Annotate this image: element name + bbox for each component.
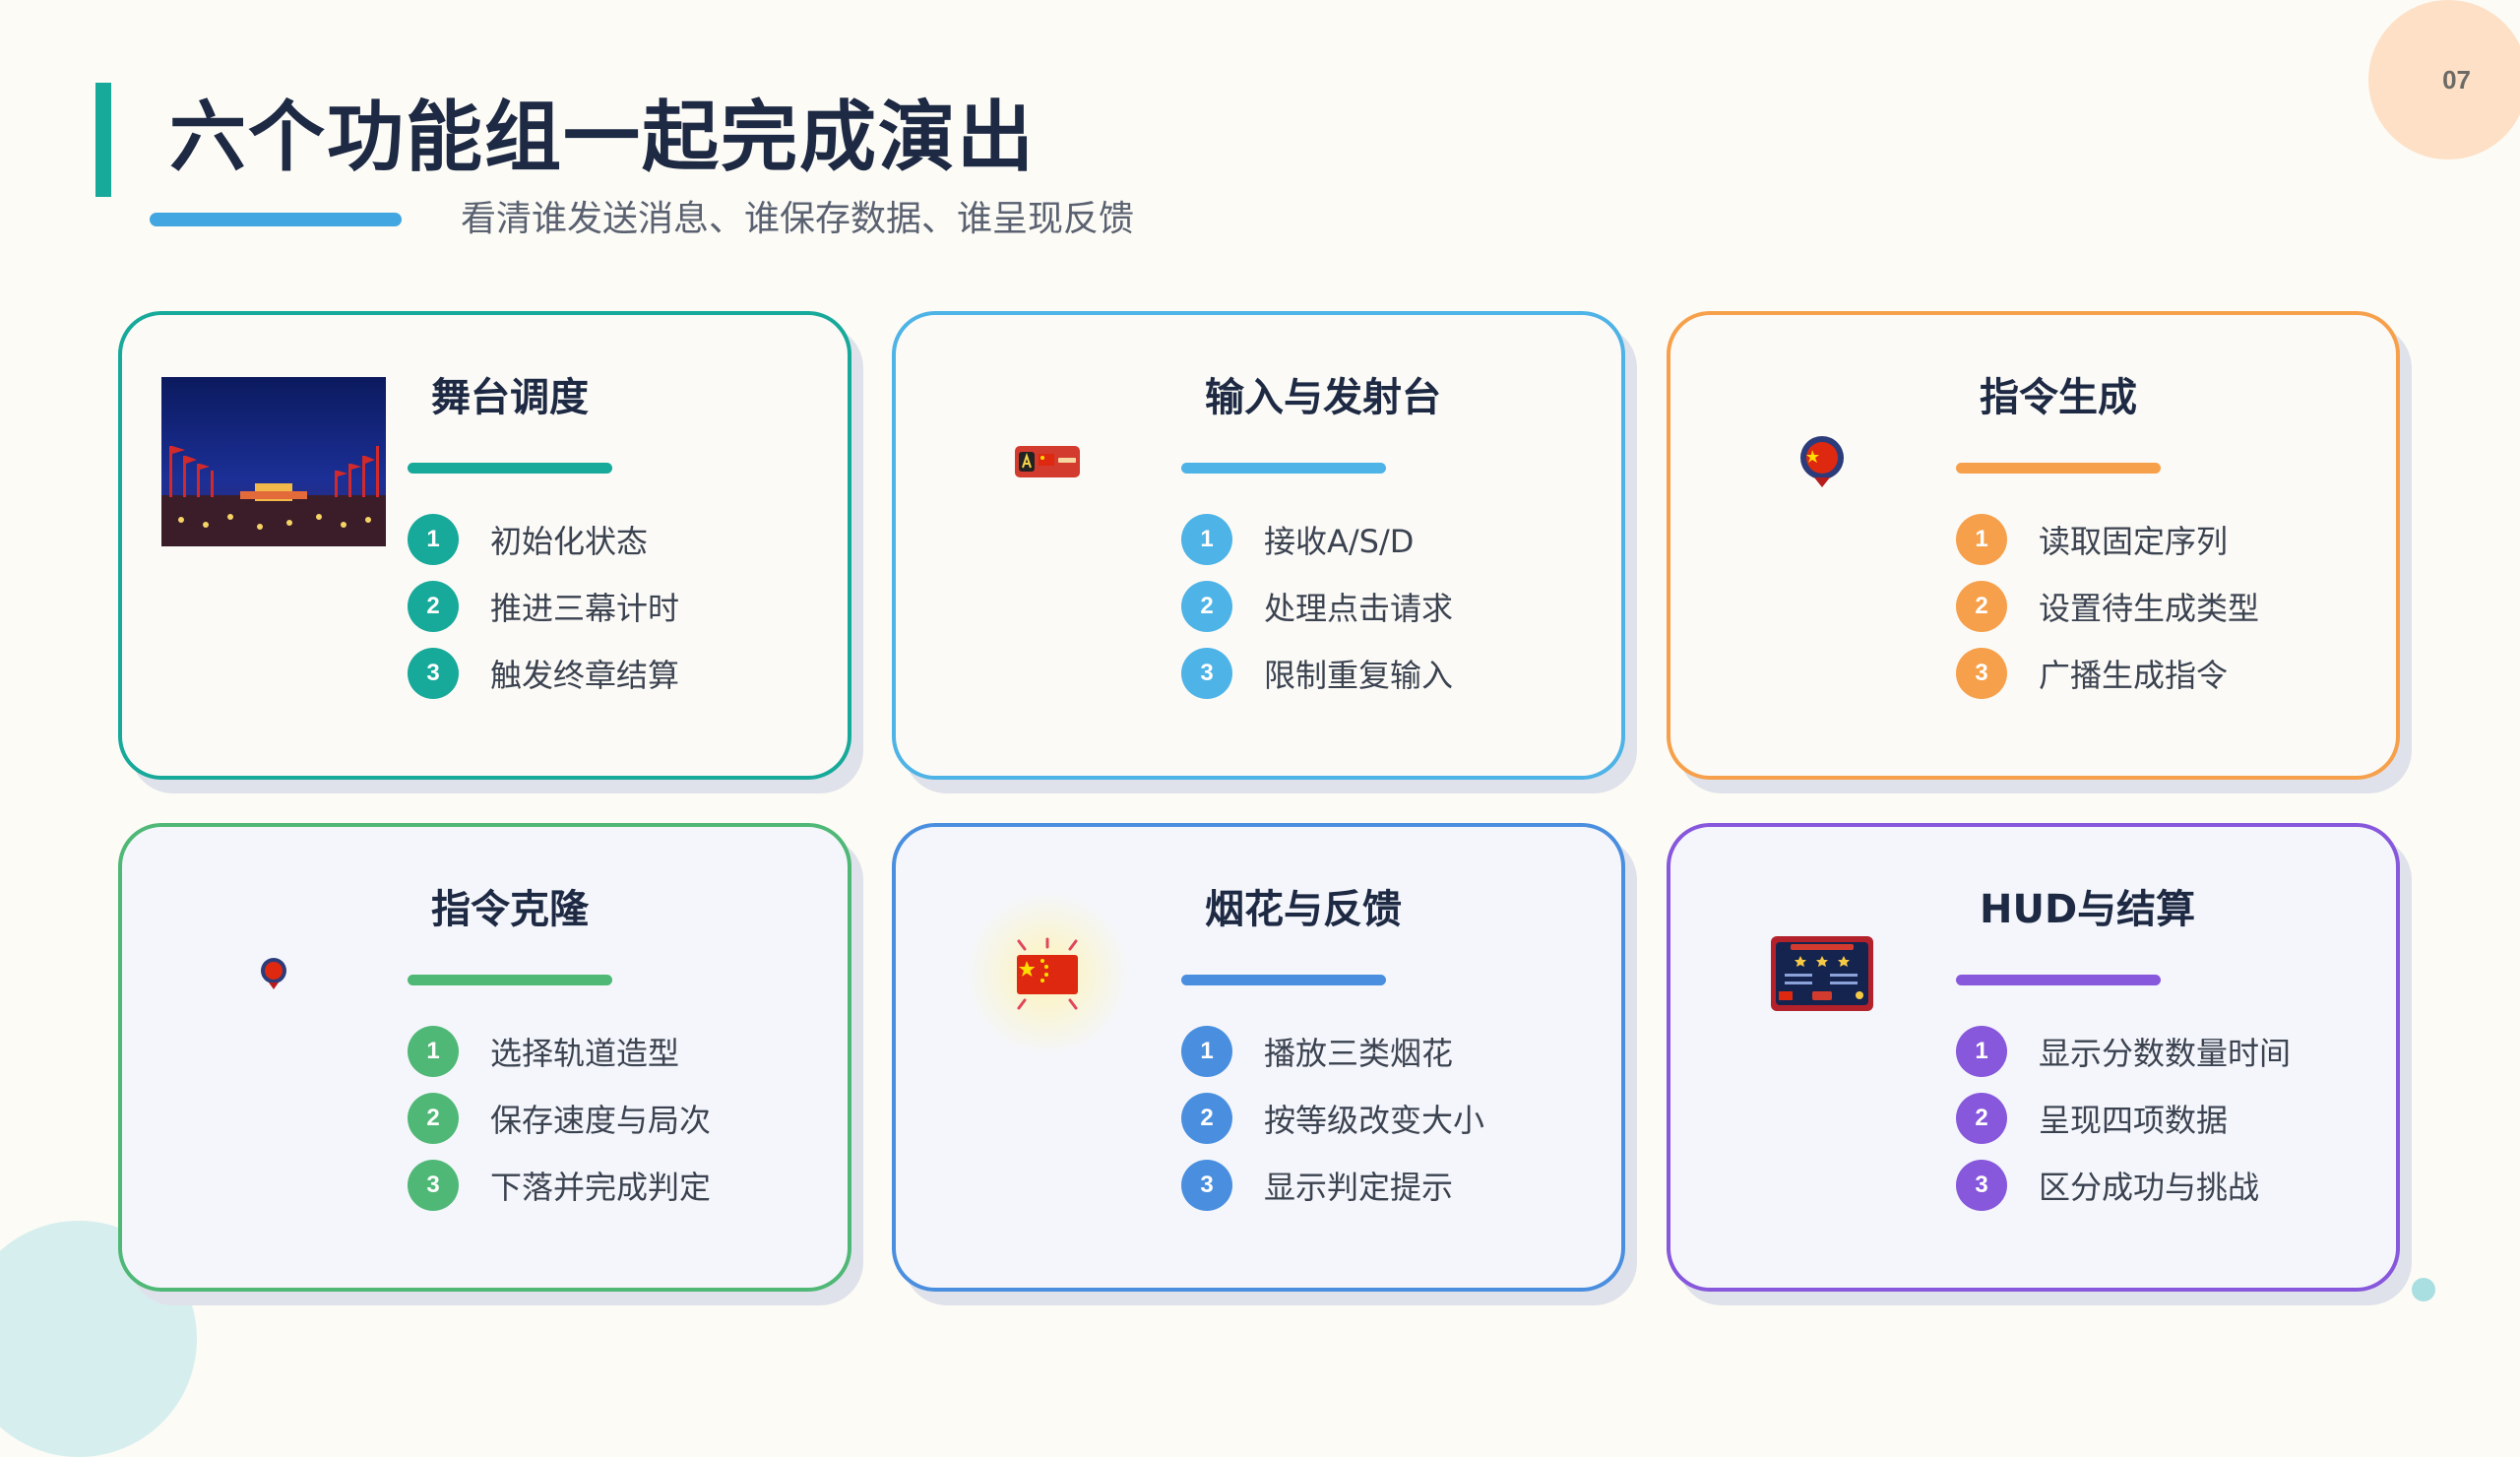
step-text: 呈现四项数据: [2039, 1102, 2229, 1139]
list-item: 3 显示判定提示: [1181, 1152, 1484, 1219]
step-text: 设置待生成类型: [2039, 590, 2260, 627]
card-accent-bar: [408, 975, 612, 985]
list-item: 1 接收A/S/D: [1181, 506, 1453, 573]
card-accent-bar: [1956, 463, 2161, 474]
list-item: 2 处理点击请求: [1181, 573, 1453, 640]
list-item: 3 下落并完成判定: [408, 1152, 711, 1219]
card-fireworks-feedback: 烟花与反馈 1 播放三类烟花 2 按等级改变大小 3 显示判定提示: [892, 823, 1625, 1292]
step-text: 限制重复输入: [1264, 657, 1454, 694]
title-underline: [150, 213, 402, 226]
card-step-list: 1 初始化状态 2 推进三幕计时 3 触发终章结算: [408, 506, 679, 707]
list-item: 1 显示分数数量时间: [1956, 1018, 2291, 1085]
step-number-badge: 1: [408, 514, 459, 565]
list-item: 2 按等级改变大小: [1181, 1085, 1484, 1152]
step-text: 下落并完成判定: [490, 1169, 712, 1206]
step-text: 保存速度与局次: [490, 1102, 712, 1139]
step-number-badge: 3: [1956, 648, 2007, 699]
card-step-list: 1 显示分数数量时间 2 呈现四项数据 3 区分成功与挑战: [1956, 1018, 2291, 1219]
list-item: 1 播放三类烟花: [1181, 1018, 1484, 1085]
step-number-badge: 1: [1956, 514, 2007, 565]
step-number-badge: 2: [408, 1093, 459, 1144]
card-accent-bar: [1181, 975, 1386, 985]
card-accent-bar: [1181, 463, 1386, 474]
step-number-badge: 2: [1181, 581, 1232, 632]
launch-pad-key-icon: [933, 376, 1162, 547]
step-number-badge: 2: [1181, 1093, 1232, 1144]
step-number-badge: 1: [408, 1026, 459, 1077]
card-step-list: 1 选择轨道造型 2 保存速度与局次 3 下落并完成判定: [408, 1018, 711, 1219]
card-step-list: 1 读取固定序列 2 设置待生成类型 3 广播生成指令: [1956, 506, 2259, 707]
card-stage-control: 舞台调度 1 初始化状态 2 推进三幕计时 3 触发终章结算: [118, 311, 851, 780]
list-item: 2 推进三幕计时: [408, 573, 679, 640]
step-number-badge: 3: [1956, 1160, 2007, 1211]
page-subtitle: 看清谁发送消息、谁保存数据、谁呈现反馈: [461, 199, 1135, 239]
list-item: 1 选择轨道造型: [408, 1018, 711, 1085]
list-item: 2 设置待生成类型: [1956, 573, 2259, 640]
step-text: 选择轨道造型: [490, 1035, 680, 1072]
step-number-badge: 2: [1956, 581, 2007, 632]
card-accent-bar: [408, 463, 612, 474]
step-text: 触发终章结算: [490, 657, 680, 694]
card-step-list: 1 播放三类烟花 2 按等级改变大小 3 显示判定提示: [1181, 1018, 1484, 1219]
step-text: 读取固定序列: [2039, 523, 2229, 560]
step-text: 区分成功与挑战: [2039, 1169, 2260, 1206]
card-title: 指令生成: [1980, 375, 2137, 420]
list-item: 1 读取固定序列: [1956, 506, 2259, 573]
step-text: 按等级改变大小: [1264, 1102, 1485, 1139]
hud-panel-icon: [1708, 888, 1936, 1059]
step-number-badge: 3: [408, 648, 459, 699]
page-number: 07: [2442, 65, 2471, 95]
list-item: 3 广播生成指令: [1956, 640, 2259, 707]
step-number-badge: 3: [1181, 648, 1232, 699]
card-title: 指令克隆: [431, 887, 589, 932]
step-text: 显示判定提示: [1264, 1169, 1454, 1206]
step-number-badge: 3: [408, 1160, 459, 1211]
list-item: 2 保存速度与局次: [408, 1085, 711, 1152]
card-title: HUD与结算: [1980, 887, 2196, 932]
step-text: 广播生成指令: [2039, 657, 2229, 694]
step-text: 接收A/S/D: [1264, 523, 1415, 560]
card-command-clone: 指令克隆 1 选择轨道造型 2 保存速度与局次 3 下落并完成判定: [118, 823, 851, 1292]
list-item: 1 初始化状态: [408, 506, 679, 573]
card-command-generate: 指令生成 1 读取固定序列 2 设置待生成类型 3 广播生成指令: [1667, 311, 2400, 780]
card-title: 烟花与反馈: [1205, 887, 1402, 932]
step-text: 显示分数数量时间: [2039, 1035, 2292, 1072]
step-number-badge: 3: [1181, 1160, 1232, 1211]
night-stage-photo: [159, 376, 388, 547]
step-number-badge: 2: [408, 581, 459, 632]
step-text: 推进三幕计时: [490, 590, 680, 627]
step-number-badge: 2: [1956, 1093, 2007, 1144]
decorative-dot: [2412, 1278, 2435, 1301]
step-number-badge: 1: [1956, 1026, 2007, 1077]
small-balloon-icon: [159, 888, 388, 1059]
list-item: 2 呈现四项数据: [1956, 1085, 2291, 1152]
list-item: 3 区分成功与挑战: [1956, 1152, 2291, 1219]
card-input-launcher: 输入与发射台 1 接收A/S/D 2 处理点击请求 3 限制重复输入: [892, 311, 1625, 780]
list-item: 3 触发终章结算: [408, 640, 679, 707]
card-title: 舞台调度: [431, 375, 589, 420]
step-number-badge: 1: [1181, 514, 1232, 565]
step-text: 处理点击请求: [1264, 590, 1454, 627]
card-step-list: 1 接收A/S/D 2 处理点击请求 3 限制重复输入: [1181, 506, 1453, 707]
flag-firework-icon: [933, 888, 1162, 1059]
list-item: 3 限制重复输入: [1181, 640, 1453, 707]
page-title: 六个功能组一起完成演出: [169, 94, 1037, 182]
flag-balloon-icon: [1708, 376, 1936, 547]
step-number-badge: 1: [1181, 1026, 1232, 1077]
step-text: 播放三类烟花: [1264, 1035, 1454, 1072]
card-title: 输入与发射台: [1205, 375, 1441, 420]
title-accent-bar: [95, 83, 111, 197]
card-hud-settlement: HUD与结算 1 显示分数数量时间 2 呈现四项数据 3 区分成功与挑战: [1667, 823, 2400, 1292]
page-number-badge: [2368, 0, 2520, 159]
card-accent-bar: [1956, 975, 2161, 985]
step-text: 初始化状态: [490, 523, 649, 560]
